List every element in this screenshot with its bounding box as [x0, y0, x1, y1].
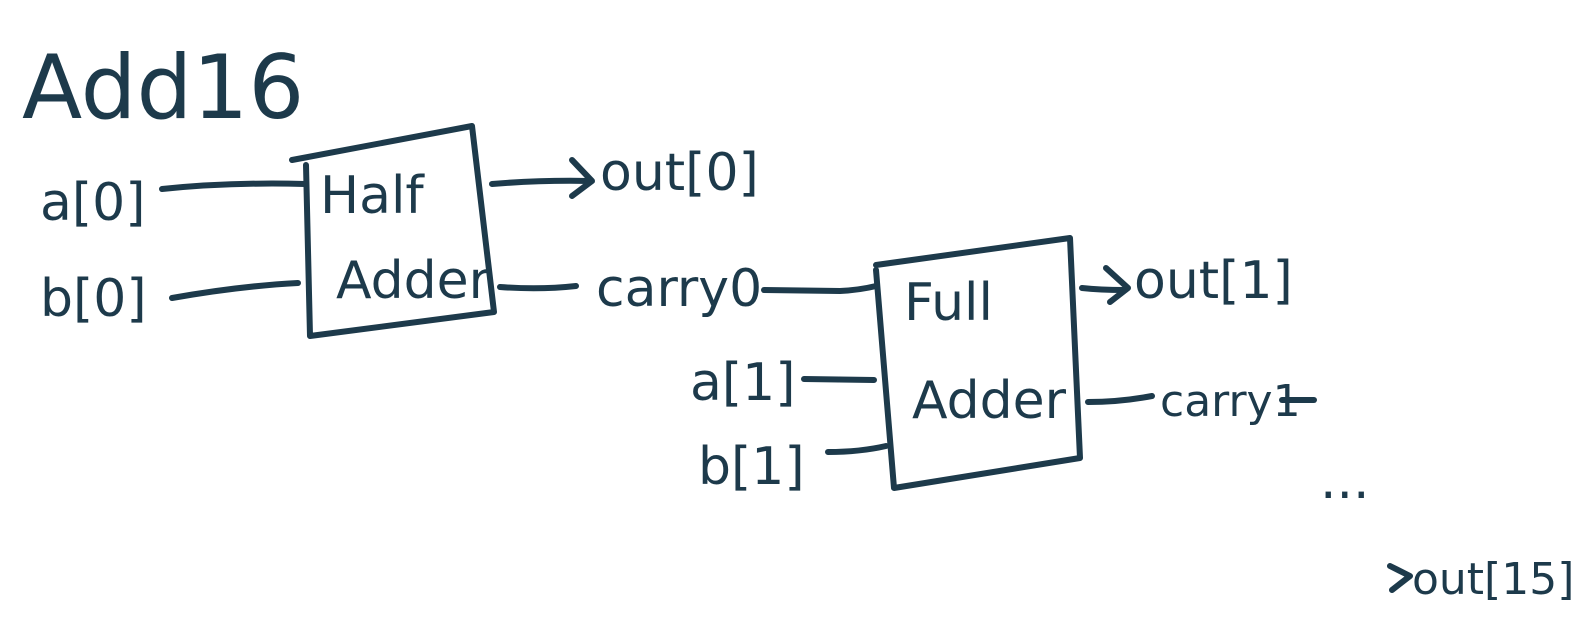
input-b1-wire	[825, 443, 889, 455]
output-out15-label: out[15]	[1412, 554, 1574, 605]
input-b0-wire	[169, 280, 301, 301]
output-out1-wire	[1079, 285, 1127, 293]
input-a1-label: a[1]	[690, 353, 796, 413]
output-out0-arrowhead	[569, 157, 595, 199]
full-adder-label-line1: Full	[904, 273, 993, 333]
output-out15-arrow	[1387, 563, 1413, 593]
carry0-in-wire	[761, 283, 879, 294]
full-adder-box	[873, 235, 1083, 491]
output-out1-arrowhead	[1103, 265, 1131, 305]
output-out1-label: out[1]	[1134, 251, 1293, 311]
half-adder-block: Half Adder	[289, 123, 497, 339]
carry1-out-wire	[1085, 393, 1155, 405]
input-b1-label: b[1]	[698, 437, 805, 497]
input-b0-label: b[0]	[40, 269, 147, 329]
ellipsis: ...	[1320, 451, 1370, 511]
input-a0-label: a[0]	[40, 173, 146, 233]
carry0-label: carry0	[596, 259, 762, 319]
full-adder-block: Full Adder	[873, 235, 1083, 491]
carry0-out-wire	[497, 283, 579, 292]
half-adder-label-line2: Adder	[336, 251, 491, 311]
half-adder-box	[289, 123, 497, 339]
output-out0-wire	[489, 177, 593, 187]
full-adder-label-line2: Adder	[912, 371, 1067, 431]
input-a1-wire	[801, 376, 877, 383]
diagram-title: Add16	[22, 36, 304, 139]
carry1-label: carry1	[1160, 376, 1301, 427]
half-adder-label-line1: Half	[320, 166, 425, 226]
output-out0-label: out[0]	[600, 143, 759, 203]
input-a0-wire	[159, 180, 308, 192]
